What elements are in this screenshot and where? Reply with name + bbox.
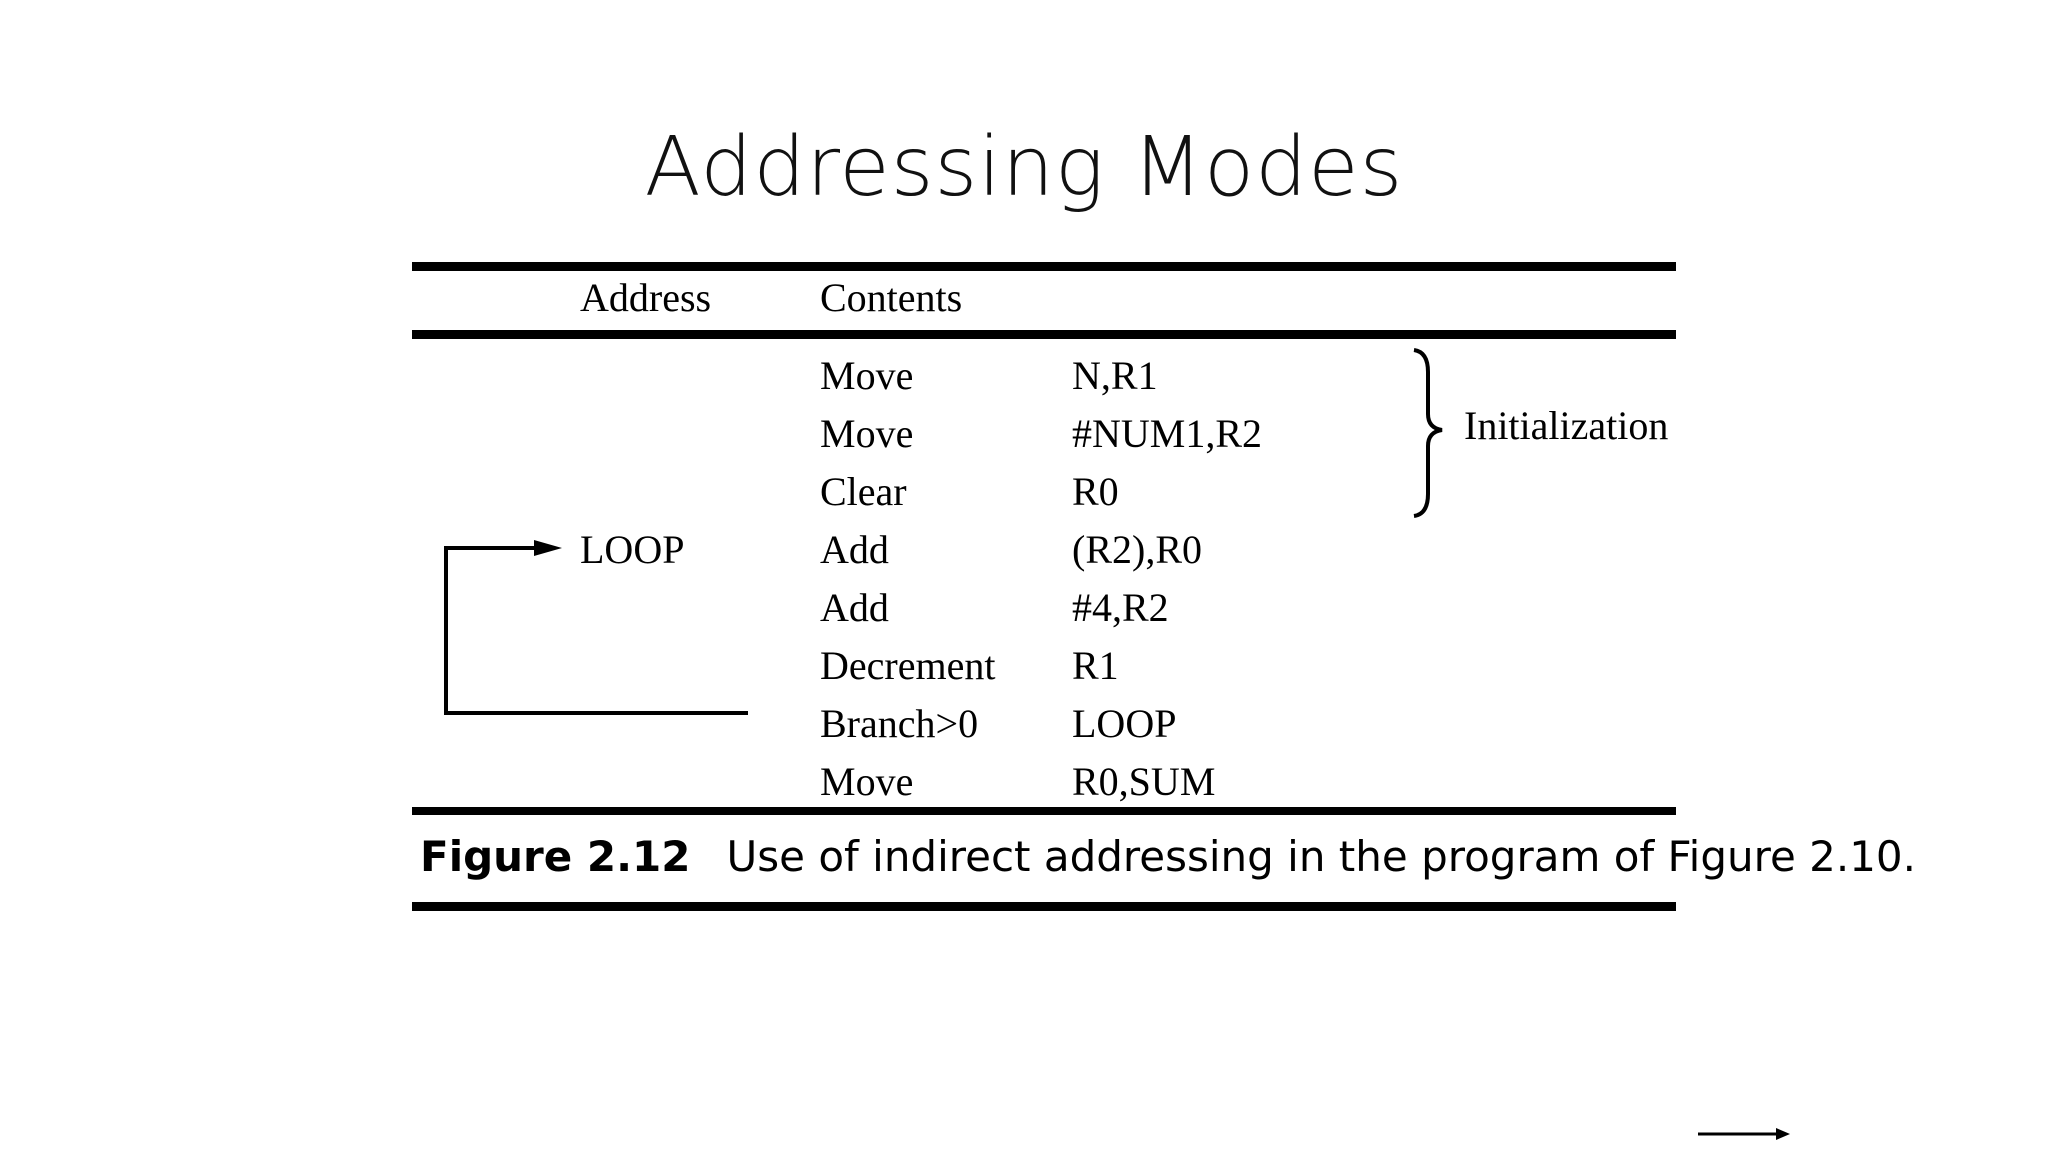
header-address: Address <box>580 275 712 320</box>
row-operand: #4,R2 <box>1072 585 1169 630</box>
figure-caption-text: Use of indirect addressing in the progra… <box>726 832 1917 881</box>
row-operand: R1 <box>1072 643 1119 688</box>
row-operand: (R2),R0 <box>1072 527 1202 572</box>
row-op: Move <box>820 759 914 804</box>
header-contents: Contents <box>820 275 963 320</box>
caption-bottom-rule <box>412 902 1676 911</box>
figure-number: Figure 2.12 <box>420 832 691 881</box>
slide-title: Addressing Modes <box>644 120 1404 215</box>
table-bottom-rule <box>412 807 1676 815</box>
row-op: Clear <box>820 469 907 514</box>
table-header-rule <box>412 330 1676 339</box>
row-op: Move <box>820 411 914 456</box>
row-op: Move <box>820 353 914 398</box>
row-operand: R0 <box>1072 469 1119 514</box>
row-op: Branch>0 <box>820 701 979 746</box>
row-address-label: LOOP <box>580 527 685 572</box>
figure-caption: Figure 2.12 Use of indirect addressing in… <box>420 832 1916 882</box>
table-top-rule <box>412 262 1676 271</box>
row-op: Decrement <box>820 643 996 688</box>
row-op: Add <box>820 527 889 572</box>
row-operand: R0,SUM <box>1072 759 1216 804</box>
arrow-right-icon[interactable] <box>1698 1128 1790 1140</box>
row-operand: #NUM1,R2 <box>1072 411 1263 456</box>
right-brace-icon <box>1413 348 1443 518</box>
row-operand: N,R1 <box>1072 353 1158 398</box>
row-op: Add <box>820 585 889 630</box>
initialization-note: Initialization <box>1464 403 1669 448</box>
loop-back-arrow-icon <box>444 540 748 715</box>
row-operand: LOOP <box>1072 701 1177 746</box>
